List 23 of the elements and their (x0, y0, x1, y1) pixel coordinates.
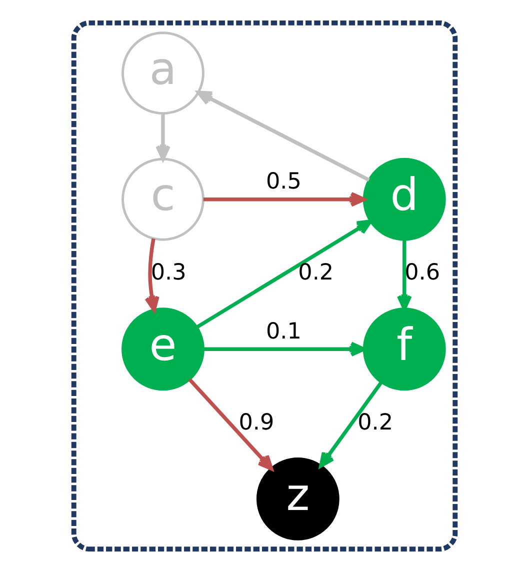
edge-label: 0.1 (266, 318, 302, 344)
arrow (203, 192, 366, 207)
arrow (196, 90, 370, 182)
node-circle: e (122, 308, 204, 391)
node-circle: f (362, 308, 446, 391)
arrow (156, 113, 170, 161)
node-circle: z (256, 457, 340, 540)
edge-label: 0.9 (238, 409, 274, 436)
edge-label: 0.2 (298, 260, 334, 286)
arrow (188, 378, 274, 470)
arrow (396, 240, 412, 310)
node-circle: d (362, 158, 446, 241)
arrow (144, 238, 160, 312)
arrow (203, 342, 366, 357)
edge-label: 0.6 (404, 260, 440, 286)
arrow (196, 220, 372, 329)
arrow (319, 381, 383, 468)
edge-label: 0.5 (266, 168, 302, 195)
node-circle: a (122, 32, 204, 115)
cluster (71, 20, 458, 552)
edge-label: 0.2 (358, 409, 394, 436)
edge-label: 0.3 (150, 260, 186, 286)
node-circle: c (122, 158, 204, 241)
